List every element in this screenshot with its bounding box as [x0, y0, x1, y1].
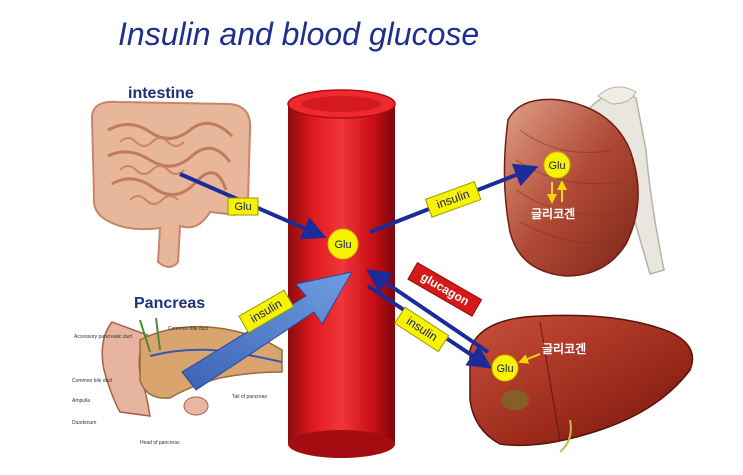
liver-to-blood-arrow: [366, 269, 490, 354]
intestine-label: intestine: [128, 85, 194, 102]
pancreas-note-minor: Common bile duct: [72, 378, 113, 384]
svg-text:Glu: Glu: [548, 160, 565, 172]
insulin-tag-liver: insulin: [394, 306, 450, 353]
svg-text:Glu: Glu: [496, 363, 513, 375]
muscle-illustration: [503, 86, 665, 277]
glycogen-label-muscle: 글리코겐: [531, 206, 575, 221]
pancreas-note-common-bile: Common bile duct: [168, 326, 209, 332]
glycogen-to-glu-liver-arrow: [518, 353, 541, 364]
pancreas-note-tail: Tail of pancreas: [232, 394, 268, 400]
glu-tag-blood: Glu: [327, 228, 359, 260]
pancreas-note-head: Head of pancreas: [140, 440, 180, 446]
pancreas-note-accessory: Accessory pancreatic duct: [74, 334, 133, 340]
pancreas-note-duodenum: Duodenum: [72, 420, 96, 426]
svg-text:Glu: Glu: [234, 201, 251, 213]
intestine-illustration: [90, 100, 252, 268]
page-title: Insulin and blood glucose: [118, 16, 479, 52]
glycogen-label-liver: 글리코겐: [542, 341, 586, 356]
insulin-tag-muscle: insulin: [424, 181, 482, 218]
glucagon-tag: glucagon: [407, 262, 483, 317]
glu-tag-liver: Glu: [491, 354, 519, 382]
glu-tag-intestine: Glu: [227, 197, 259, 216]
svg-text:Glu: Glu: [334, 239, 351, 251]
pancreas-label: Pancreas: [134, 295, 205, 312]
glu-tag-muscle: Glu: [543, 151, 571, 179]
pancreas-insulin-arrow: [181, 271, 353, 391]
liver-illustration: [469, 314, 694, 453]
pancreas-note-ampulla: Ampulla: [72, 398, 90, 404]
